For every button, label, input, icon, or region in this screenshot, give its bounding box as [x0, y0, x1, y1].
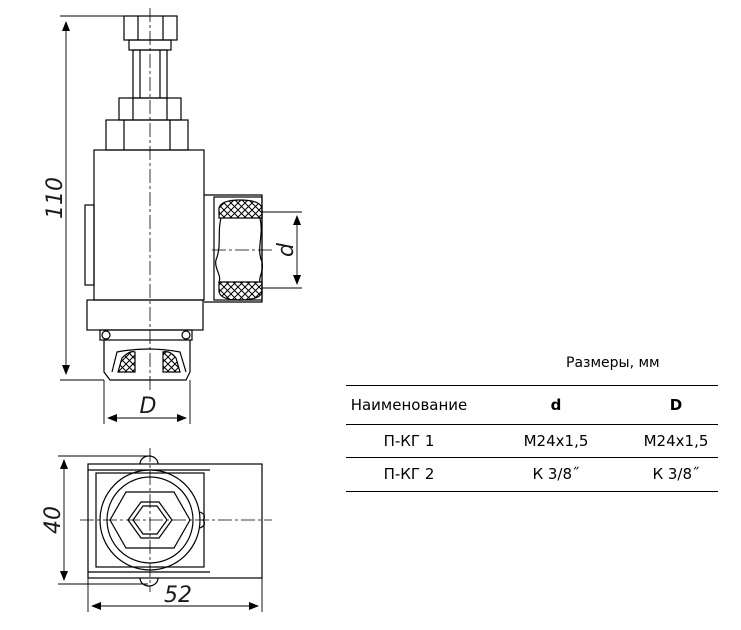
row-2-D: К 3/8˝	[652, 465, 700, 483]
width-label: 52	[164, 583, 192, 608]
table-rule-top	[346, 385, 718, 386]
depth-dimension	[58, 455, 148, 585]
row-1-D: М24х1,5	[643, 432, 709, 450]
header-name: Наименование	[350, 396, 468, 414]
table-rule-bottom	[346, 491, 718, 492]
outlet-diameter-label: d	[274, 242, 299, 257]
row-2-name: П-КГ 2	[383, 465, 435, 483]
front-view	[84, 15, 264, 381]
header-outlet-d: d	[550, 396, 562, 414]
inlet-diameter-label: D	[140, 394, 157, 419]
depth-label: 40	[41, 506, 66, 534]
width-dimension	[87, 578, 263, 612]
outlet-dimension	[262, 211, 302, 289]
row-2-d: К 3/8˝	[532, 465, 580, 483]
row-1-d: М24х1,5	[523, 432, 589, 450]
row-1-name: П-КГ 1	[383, 432, 435, 450]
height-label: 110	[43, 177, 68, 219]
height-dimension	[60, 15, 124, 381]
table-caption: Размеры, мм	[566, 355, 660, 371]
table-rule-header	[346, 424, 718, 425]
top-view	[87, 455, 263, 587]
center-lines	[80, 8, 275, 592]
inlet-dimension	[103, 380, 191, 424]
header-inlet-D: D	[669, 396, 683, 414]
table-rule-row	[346, 457, 718, 458]
